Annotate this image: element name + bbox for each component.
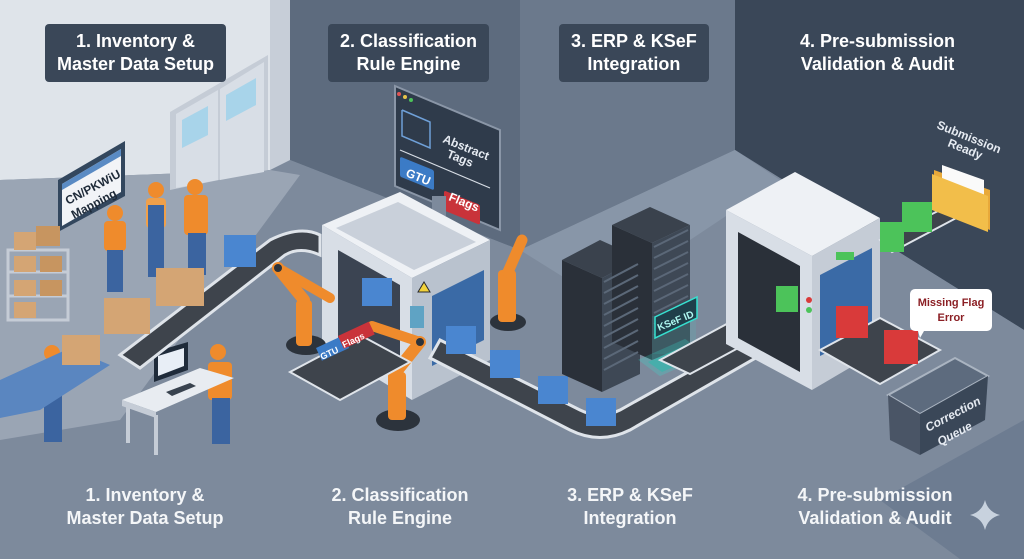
red-box [884,330,918,364]
correction-queue-bin: Correction Queue [885,356,991,455]
worker [146,182,166,277]
stage-3-caption-line1: 3. ERP & KSeF [567,485,693,505]
stage-1-caption: 1. Inventory & Master Data Setup [55,484,235,530]
cardboard-box [14,302,36,318]
double-door [170,55,268,190]
blue-box [538,376,568,404]
stage-1-label-line2: Master Data Setup [57,54,215,74]
cardboard-box [62,335,100,365]
computer-desk [122,342,234,455]
gtu-tag [400,157,434,190]
wall-stage4 [735,0,1024,330]
worker [184,179,208,275]
rack-slot [603,340,639,360]
cardboard-box [104,298,150,334]
keyboard [166,383,196,396]
stage-4-label-line1: 4. Pre-submission [800,31,956,51]
stage-3-label-line1: 3. ERP & KSeF [571,31,697,51]
rack-slot [603,285,639,305]
rack-slot [603,296,639,316]
stage-1-caption-line1: 1. Inventory & [85,485,205,505]
blue-box [362,278,392,306]
rack-slot [603,307,639,327]
green-box [880,222,904,252]
rack-slot [653,273,689,292]
rack-slot [653,284,689,303]
rack-slot [603,263,639,283]
stage-2-caption-line1: 2. Classification [331,485,469,505]
stage-1-label-line1: 1. Inventory & [76,31,196,51]
stage-3-label-line2: Integration [587,54,681,74]
stage-2-caption-line2: Rule Engine [347,508,452,528]
abstract-tags-screen: Abstract Tags GTU Flags [394,84,501,232]
worker [104,205,126,292]
stage-4-label-line2: Validation & Audit [800,54,955,74]
warning-sign [417,281,431,293]
stage-2-label-line2: Rule Engine [356,54,461,74]
floor-shadow-right [880,420,1024,559]
wall-stage1-side [270,0,290,170]
cardboard-box [40,280,62,296]
rack-slot [603,318,639,338]
rack-slot [653,251,689,270]
stage-3-caption-line2: Integration [583,508,677,528]
stage-4-caption: 4. Pre-submission Validation & Audit [785,484,965,530]
cardboard-box [40,256,62,272]
red-box [836,306,868,338]
green-box [902,202,932,232]
rack-slot [653,229,689,248]
robot-arm-back [490,234,528,331]
cardboard-box [14,280,36,296]
cardboard-box [156,268,204,306]
shelving-unit [6,226,70,322]
flags-tag [444,191,480,225]
missing-flag-error-bubble: Missing Flag Error [910,289,992,338]
stage-4-label: 4. Pre-submission Validation & Audit [788,24,967,82]
stage-3-caption: 3. ERP & KSeF Integration [545,484,715,530]
rack-slot [603,329,639,349]
stage-2-caption: 2. Classification Rule Engine [315,484,485,530]
sparkle-icon [970,500,1000,530]
stage-4-caption-line2: Validation & Audit [798,508,952,528]
green-box [776,286,798,312]
cardboard-box [36,226,60,246]
stage-3-label: 3. ERP & KSeF Integration [559,24,709,82]
folder-icon [932,174,988,232]
robot-arm-left [272,262,335,355]
ksef-id-panel [654,295,698,340]
cardboard-box [14,232,36,250]
rack-slot [653,240,689,259]
stage-1-label: 1. Inventory & Master Data Setup [45,24,227,82]
stage-2-label-line1: 2. Classification [340,31,478,51]
stage-4-caption-line1: 4. Pre-submission [797,485,953,505]
status-light-red [806,297,812,303]
blue-box [446,326,476,354]
blue-box [586,398,616,426]
flags-tag-physical [338,321,375,349]
error-line2: Error [938,312,966,324]
error-line1: Missing Flag [918,297,985,309]
rack-slot [603,274,639,294]
stage-1-caption-line2: Master Data Setup [66,508,224,528]
rack-slot [603,351,639,371]
blue-box [490,350,520,378]
cardboard-box [14,256,36,272]
status-light-green [806,307,812,313]
roller-conveyor [0,348,110,418]
rack-slot [653,295,689,314]
info-panel [410,306,424,328]
stage-2-label: 2. Classification Rule Engine [328,24,490,82]
scanner-display [836,252,854,260]
blue-box [224,235,256,267]
rack-slot [653,262,689,281]
validation-scanner [726,172,880,390]
conveyor-stage1 [117,229,322,370]
